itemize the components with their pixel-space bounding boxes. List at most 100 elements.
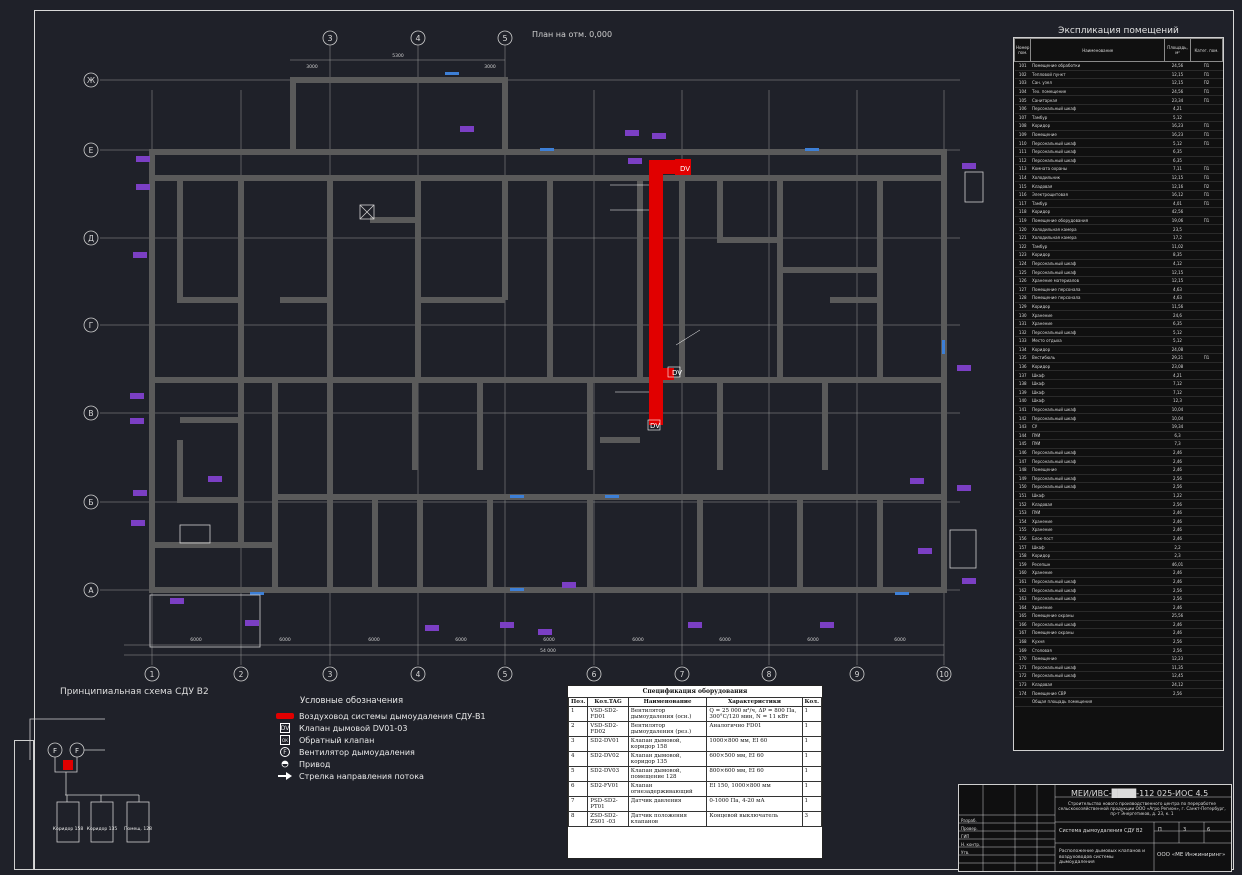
explication-cell: 161 (1014, 577, 1031, 587)
smoke-duct-vertical[interactable] (649, 160, 663, 425)
explication-cell (1190, 654, 1223, 664)
axis-top-5: 5 (502, 34, 507, 43)
explication-cell: 24,12 (1164, 680, 1191, 690)
explication-cell: ПУИ (1030, 508, 1165, 518)
explication-cell: 2,46 (1164, 577, 1191, 587)
smoke-valve-dv02[interactable] (667, 366, 681, 378)
explication-cell: Шкаф (1030, 379, 1165, 389)
smoke-duct-system[interactable]: DV DV DV (610, 159, 701, 431)
explication-cell: 163 (1014, 594, 1031, 604)
axis-top-3: 3 (327, 34, 332, 43)
explication-cell: Хранение (1030, 516, 1165, 527)
explication-cell: 146 (1014, 448, 1031, 458)
explication-cell: Шкаф (1030, 388, 1165, 398)
smoke-valve-dv03[interactable] (647, 419, 661, 431)
explication-cell: 42,56 (1164, 207, 1191, 217)
spec-cell: 1 (801, 766, 822, 782)
explication-cell: 2,46 (1164, 448, 1191, 458)
explication-cell (1190, 499, 1223, 509)
explication-cell: 12,15 (1164, 70, 1191, 80)
role-label: Разраб. (961, 818, 977, 823)
explication-cell: 147 (1014, 456, 1031, 466)
explication-cell (1190, 637, 1223, 647)
explication-cell: Хранение (1030, 310, 1165, 320)
role-label: ГИП (961, 834, 970, 839)
scheme-valve-2: Коридор 135 (87, 826, 118, 832)
explication-cell: 152 (1014, 499, 1031, 509)
explication-cell: 2,56 (1164, 594, 1191, 604)
explication-cell (1190, 465, 1223, 475)
explication-cell: 126 (1014, 276, 1031, 286)
explication-cell: Персональный шкаф (1030, 577, 1165, 587)
explication-cell: Хранение (1030, 602, 1165, 612)
explication-cell: Ресепшн (1030, 559, 1165, 570)
explication-cell: 11,35 (1164, 663, 1191, 673)
explication-cell: Персональный шкаф (1030, 156, 1165, 166)
axis-bottom-7: 7 (680, 670, 685, 679)
explication-cell (1190, 302, 1223, 312)
explication-cell: 145 (1014, 439, 1031, 449)
explication-cell: 2,56 (1164, 637, 1191, 647)
explication-cell: Тех. помещение (1030, 87, 1165, 97)
explication-cell: 148 (1014, 465, 1031, 475)
explication-cell: 12,3 (1164, 396, 1191, 406)
spec-cell: PSD-SD2-PT01 (587, 796, 629, 812)
explication-cell: Помещение обработки (1030, 61, 1165, 71)
explication-cell: 157 (1014, 542, 1031, 552)
equipment-spec-table: Спецификация оборудования Поз. Кол.TAG Н… (567, 685, 823, 859)
spec-cell: Датчик давления (627, 796, 708, 812)
explication-cell: Кладовая (1030, 680, 1165, 690)
role-label: Утв. (961, 850, 970, 855)
axis-bottom-4: 4 (416, 670, 421, 679)
explication-cell: 23,5 (1164, 224, 1191, 234)
explication-cell (1190, 491, 1223, 501)
spec-cell: 800×600 мм, EI 60 (706, 766, 803, 782)
explication-cell: 166 (1014, 620, 1031, 630)
explication-cell: П1 (1190, 173, 1223, 183)
explication-cell: Тамбур (1030, 199, 1165, 209)
explication-grid: Номер пом. Наименование Площадь, м² Кате… (1013, 38, 1223, 707)
smoke-duct-header[interactable] (649, 160, 689, 174)
explication-cell: П2 (1190, 181, 1223, 191)
explication-cell (1190, 336, 1223, 346)
explication-cell: 143 (1014, 422, 1031, 432)
legend-title: Условные обозначения (300, 696, 404, 706)
spec-header: Характеристики (706, 697, 803, 707)
axis-bottom-3: 3 (328, 670, 333, 679)
spec-cell: 1000×800 мм, EI 60 (706, 736, 803, 752)
axis-bubbles-left (83, 72, 99, 598)
explication-cell: 131 (1014, 319, 1031, 329)
explication-cell: 7,11 (1164, 164, 1191, 174)
smoke-valve-dv01[interactable] (675, 159, 691, 175)
dim-overall: 54 000 (540, 648, 556, 654)
explication-cell (1190, 688, 1223, 698)
explication-cell (1190, 113, 1223, 123)
explication-cell: 137 (1014, 370, 1031, 380)
legend-label: Стрелка направления потока (299, 771, 424, 781)
spec-cell: VSD-SD2-FD02 (587, 721, 629, 737)
explication-cell (1190, 276, 1223, 286)
axis-top-4: 4 (415, 34, 420, 43)
sheets-total: 6 (1207, 827, 1211, 833)
axis-bubbles-top (322, 30, 513, 46)
explication-cell: 162 (1014, 585, 1031, 595)
legend-item: Привод (276, 758, 506, 770)
explication-cell: 12,15 (1164, 78, 1191, 88)
flow-arrow-icon (276, 772, 294, 780)
dim-bottom-1: 6000 (190, 637, 202, 643)
explication-cell: Помещение оборудования (1030, 216, 1165, 226)
